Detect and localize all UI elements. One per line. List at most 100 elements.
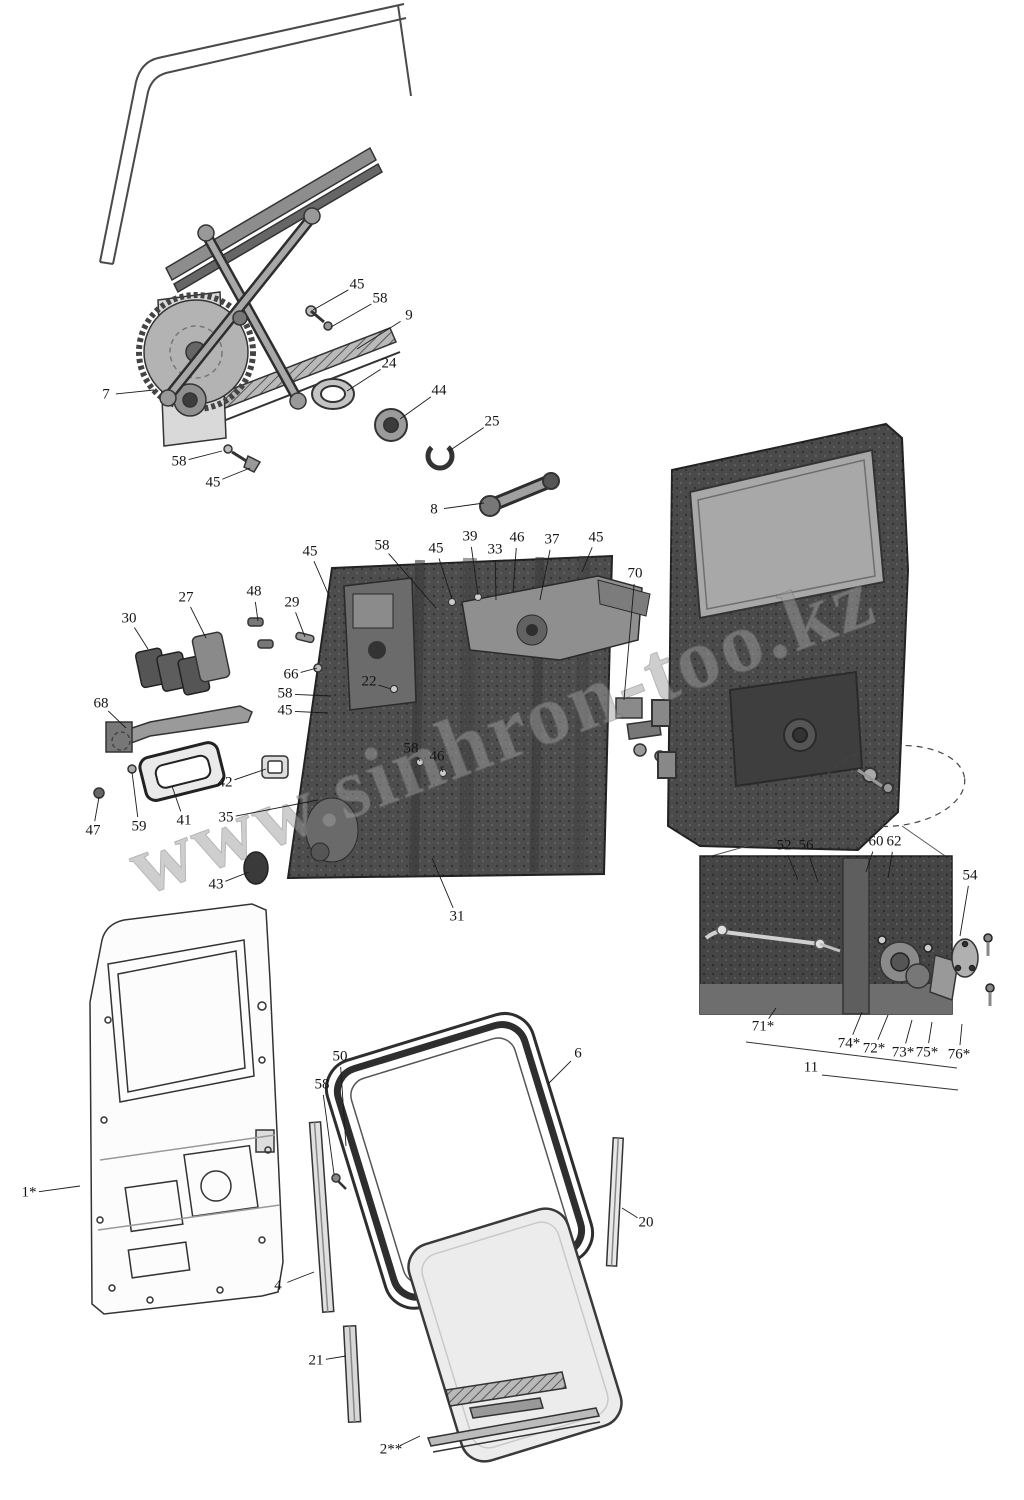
leader-line-41-54: [959, 885, 969, 937]
inner-panel-drawing: [286, 554, 651, 880]
leader-line-37-52: [787, 855, 799, 881]
inner-handle-drawing: [105, 705, 253, 753]
lock-striker-block: [191, 631, 231, 683]
part-label-31-47: 47: [86, 822, 102, 838]
part-label-23-66: 66: [284, 666, 300, 682]
leader-line-45-73s: [905, 1019, 913, 1044]
bottom-channel-rail: [445, 1371, 567, 1407]
leader-line-11-58: [388, 553, 437, 609]
part-label-12-45: 45: [429, 540, 444, 556]
part-label-19-27: 27: [179, 589, 195, 605]
leader-line-28-42: [234, 768, 267, 781]
part-label-55-21: 21: [309, 1352, 324, 1368]
lock-mechanism-drawing: [877, 935, 959, 1002]
leader-line-12-45: [438, 558, 453, 600]
part-label-20-48: 48: [247, 583, 262, 599]
part-label-47-76s: 76*: [948, 1046, 971, 1062]
leader-line-54-20: [621, 1207, 638, 1219]
leader-line-35-43: [225, 871, 250, 882]
part-label-44-72s: 72*: [863, 1040, 886, 1056]
part-label-11-58: 58: [375, 537, 390, 553]
leader-line-21-29: [295, 612, 306, 638]
leader-line-10-45: [313, 560, 331, 599]
part-label-25-58: 58: [278, 685, 293, 701]
part-label-21-29: 29: [285, 594, 300, 610]
leader-line-47-76s: [959, 1023, 963, 1046]
channel-strips-drawing: [308, 1121, 625, 1453]
leader-line-36-31: [431, 857, 454, 908]
leader-line-25-58: [294, 693, 332, 697]
part-label-40-62: 62: [887, 833, 902, 849]
leader-line-8-45: [222, 467, 251, 480]
part-label-34-35: 35: [219, 809, 234, 825]
leader-line-22-30: [133, 627, 149, 650]
part-label-36-31: 31: [450, 908, 465, 924]
part-label-45-73s: 73*: [892, 1044, 915, 1060]
part-label-42-71s: 71*: [752, 1018, 775, 1034]
bolt: [93, 787, 105, 799]
leader-line-34-35: [235, 799, 319, 817]
leader-line-55-21: [325, 1355, 347, 1360]
detail-balloon: [820, 744, 966, 828]
leader-line-13-39: [470, 546, 479, 596]
hinge: [657, 751, 677, 779]
leader-line-33-41: [171, 785, 182, 812]
part-label-5-25: 25: [485, 413, 500, 429]
leader-line-4-44: [399, 396, 432, 420]
screw: [313, 663, 323, 673]
window-crank-drawing: [479, 472, 560, 517]
bracket-line: [821, 1074, 959, 1091]
part-label-37-52: 52: [777, 837, 792, 853]
door-frame-top-drawing: [99, 3, 412, 265]
leader-line-46-75s: [928, 1021, 933, 1044]
gasket-drawing: [261, 755, 289, 779]
part-label-53-4: 4: [274, 1277, 282, 1293]
door-shell-drawing: [651, 422, 966, 852]
part-label-10-45: 45: [303, 543, 318, 559]
part-label-49-1s: 1*: [22, 1184, 37, 1200]
channel-strip-4: [308, 1121, 335, 1313]
part-label-35-43: 43: [209, 876, 224, 892]
part-label-9-8: 8: [430, 501, 438, 517]
leader-line-52-6: [547, 1060, 572, 1085]
window-regulator-drawing: [136, 207, 333, 473]
part-label-38-56: 56: [799, 837, 815, 853]
part-label-3-24: 24: [382, 355, 398, 371]
hinge: [651, 699, 671, 727]
leader-line-24-22: [378, 684, 392, 690]
leader-line-27-68: [107, 710, 127, 729]
part-label-56-2ss: 2**: [380, 1441, 403, 1457]
leader-line-17-45: [581, 547, 593, 573]
pin: [295, 631, 315, 644]
small-bushings: [247, 617, 274, 649]
leader-line-43-74s: [852, 1011, 863, 1035]
part-label-7-58: 58: [172, 453, 187, 469]
part-label-2-9: 9: [405, 307, 413, 323]
leader-line-56-2ss: [399, 1435, 421, 1447]
part-label-29-58: 58: [404, 740, 419, 756]
screw-near-strip: [331, 1173, 347, 1190]
sector-gear: [136, 292, 256, 412]
part-label-32-59: 59: [132, 818, 147, 834]
part-label-39-60: 60: [869, 833, 884, 849]
leader-line-9-8: [443, 502, 485, 510]
channel-strip-21: [342, 1324, 362, 1424]
leader-line-16-37: [539, 549, 551, 601]
knob-drawing: [243, 851, 269, 885]
part-label-8-45: 45: [206, 474, 221, 490]
crank-handle-parts-drawing: [311, 378, 560, 517]
door-frame-panel-drawing: [89, 903, 284, 1315]
leader-line-26-45: [294, 711, 329, 714]
handle-bezel-drawing: [138, 741, 226, 802]
leader-line-50-50: [340, 1066, 347, 1147]
part-label-43-74s: 74*: [838, 1035, 861, 1051]
bottom-strip: [426, 1407, 601, 1447]
flange-plate-drawing: [951, 933, 995, 1006]
leader-line-51-58: [322, 1094, 335, 1175]
part-label-33-41: 41: [177, 812, 192, 828]
screw: [127, 764, 137, 774]
retaining-clip: [425, 441, 455, 471]
leader-line-3-24: [346, 369, 381, 392]
